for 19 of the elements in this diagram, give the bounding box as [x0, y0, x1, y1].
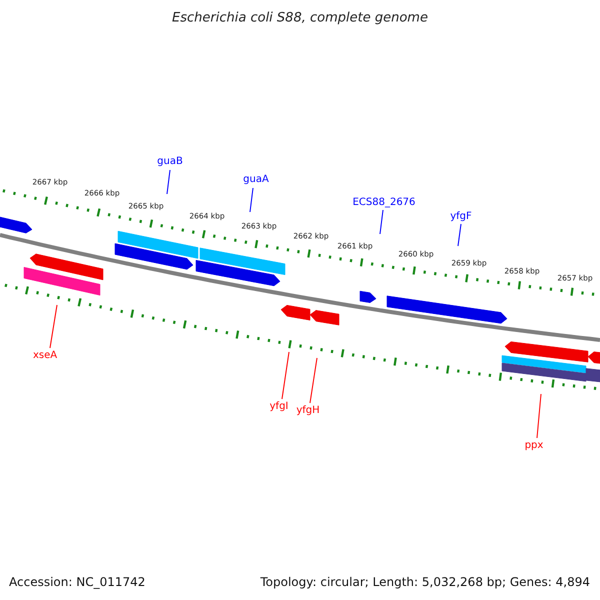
- leader-line: [166, 170, 170, 194]
- title: Escherichia coli S88, complete genome: [172, 12, 428, 24]
- leader-line: [380, 210, 384, 234]
- gene-label: yfgH: [296, 406, 320, 416]
- gene-label: xseA: [32, 351, 58, 361]
- gene-label: ECS88_2676: [352, 198, 416, 208]
- accession-text: Accession: NC_011742: [9, 576, 146, 588]
- leader-line: [536, 394, 542, 438]
- gene-label: yfgF: [450, 212, 472, 222]
- gene-label: ppx: [524, 441, 544, 451]
- leader-line: [458, 224, 462, 246]
- leader-line: [310, 358, 318, 404]
- genome-info-text: Topology: circular; Length: 5,032,268 bp; Genes: 4,894: [260, 576, 590, 588]
- gene-label: yfgI: [270, 402, 288, 412]
- leader-line: [50, 304, 58, 348]
- gene-label: guaA: [243, 175, 269, 185]
- leader-line: [282, 352, 290, 400]
- gene-label: guaB: [157, 157, 183, 167]
- leader-line: [250, 188, 254, 212]
